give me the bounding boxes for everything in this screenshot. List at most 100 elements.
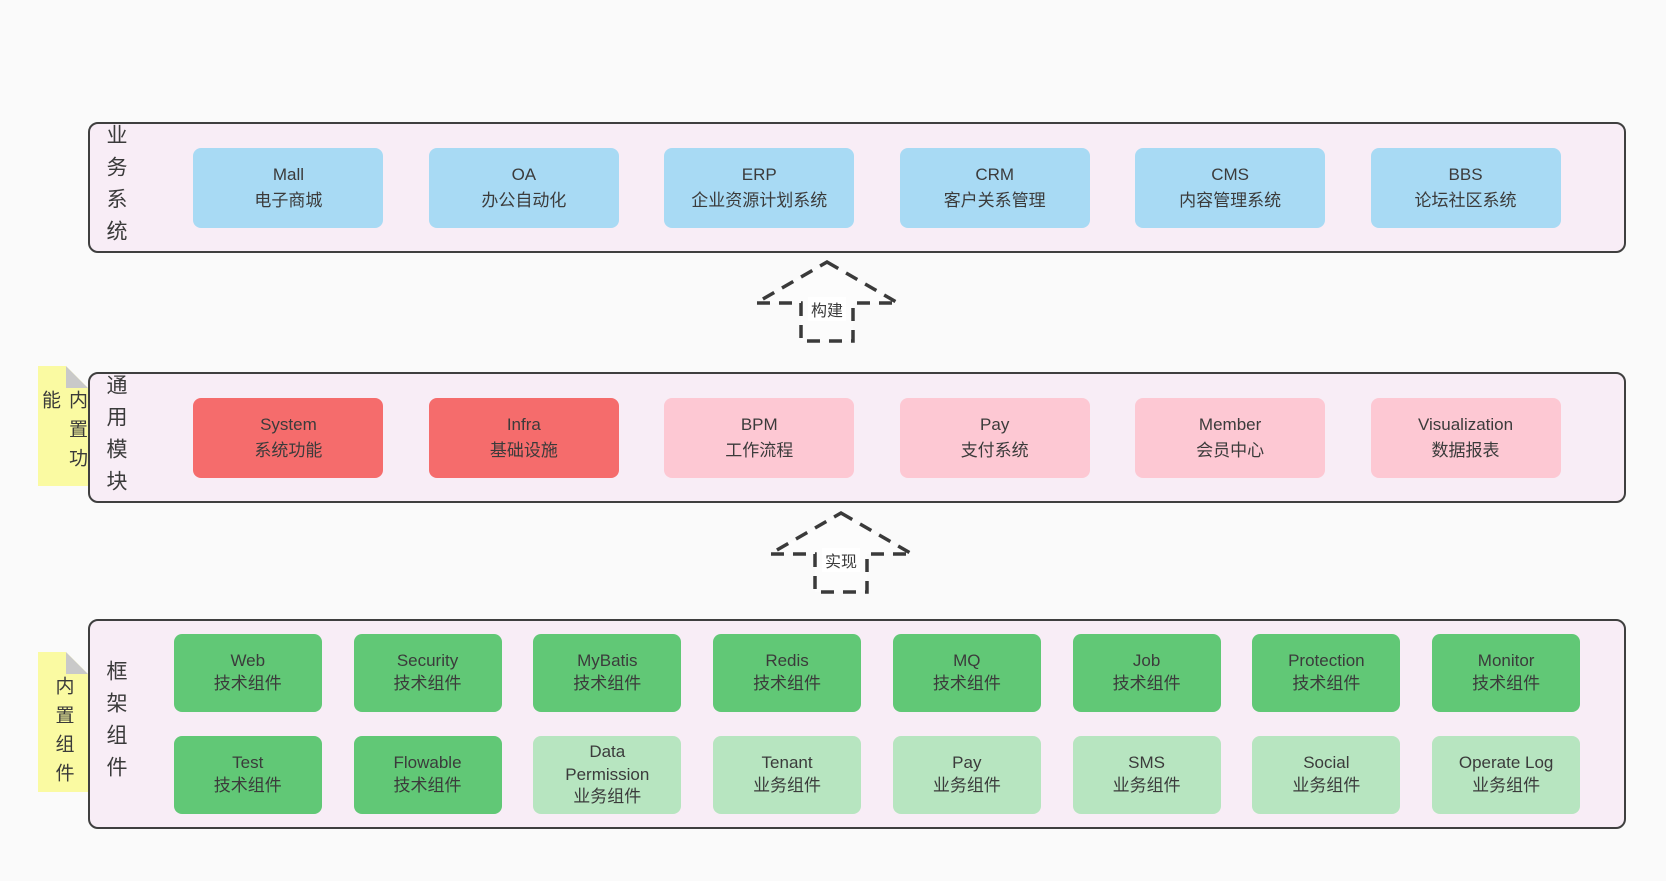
box-operate-log: Operate Log 业务组件 [1432, 736, 1581, 814]
box-crm: CRM 客户关系管理 [899, 147, 1090, 228]
box-desc: 技术组件 [213, 776, 282, 795]
box-desc: 业务组件 [1292, 776, 1361, 795]
box-name: Pay [980, 415, 1010, 434]
box-mybatis: MyBatis 技术组件 [533, 634, 682, 712]
box-monitor: Monitor 技术组件 [1432, 634, 1581, 712]
business-boxes: Mall 电子商城 OA 办公自动化 ERP 企业资源计划系统 CRM 客户关系… [130, 124, 1624, 251]
build-arrow-label: 构建 [807, 297, 847, 321]
box-name: Job [1132, 651, 1161, 671]
box-desc: 技术组件 [1472, 674, 1541, 693]
box-name: MQ [953, 651, 981, 671]
box-name: Data Permission [565, 741, 650, 784]
box-desc: 企业资源计划系统 [691, 190, 828, 210]
sticky-built-in-components: 内置组件 [38, 652, 88, 792]
sticky-label: 内置组件 [52, 676, 74, 792]
box-name: Flowable [393, 753, 462, 773]
box-mall: Mall 电子商城 [193, 147, 384, 228]
box-desc: 电子商城 [254, 190, 323, 210]
band-common-modules: 通用模块 System 系统功能 Infra 基础设施 BPM 工作流程 Pay… [88, 372, 1626, 503]
implement-arrow: 实现 [766, 508, 916, 596]
box-desc: 办公自动化 [481, 190, 567, 210]
box-name: CRM [975, 165, 1015, 184]
box-desc: 业务组件 [932, 776, 1001, 795]
box-desc: 业务组件 [1472, 776, 1541, 795]
box-name: Infra [506, 415, 541, 434]
box-desc: 客户关系管理 [943, 190, 1046, 210]
box-name: Pay [952, 753, 982, 773]
band-business-label: 业务系统 [104, 124, 127, 252]
box-desc: 基础设施 [489, 440, 558, 460]
box-name: SMS [1128, 753, 1166, 773]
component-row-1: Web 技术组件 Security 技术组件 MyBatis 技术组件 Redi… [142, 634, 1612, 712]
component-row-2: Test 技术组件 Flowable 技术组件 Data Permission … [142, 736, 1612, 814]
box-name: OA [511, 165, 537, 184]
box-oa: OA 办公自动化 [428, 147, 619, 228]
band-modules-label: 通用模块 [104, 374, 127, 502]
box-name: Protection [1288, 651, 1365, 671]
box-name: Mall [272, 165, 304, 184]
box-name: Monitor [1477, 651, 1535, 671]
band-framework-components: 框架组件 Web 技术组件 Security 技术组件 MyBatis 技术组件… [88, 619, 1626, 829]
box-cms: CMS 内容管理系统 [1135, 147, 1326, 228]
box-desc: 技术组件 [753, 674, 822, 693]
box-desc: 工作流程 [725, 440, 794, 460]
sticky-built-in-features: 内置功能 [38, 366, 88, 486]
box-web: Web 技术组件 [173, 634, 322, 712]
box-name: Member [1198, 415, 1262, 434]
box-redis: Redis 技术组件 [713, 634, 862, 712]
box-social: Social 业务组件 [1252, 736, 1401, 814]
box-desc: 技术组件 [393, 776, 462, 795]
box-sms: SMS 业务组件 [1072, 736, 1221, 814]
box-desc: 业务组件 [1112, 776, 1181, 795]
box-member: Member 会员中心 [1135, 397, 1326, 478]
band-components-label: 框架组件 [104, 660, 127, 788]
box-name: Visualization [1417, 415, 1514, 434]
box-name: Web [230, 651, 266, 671]
box-system: System 系统功能 [193, 397, 384, 478]
build-arrow: 构建 [752, 257, 902, 345]
box-data-permission: Data Permission 业务组件 [533, 736, 682, 814]
box-name: System [260, 415, 317, 434]
box-desc: 业务组件 [753, 776, 822, 795]
box-test: Test 技术组件 [173, 736, 322, 814]
box-name: Tenant [761, 753, 813, 773]
box-desc: 业务组件 [573, 787, 642, 807]
box-desc: 技术组件 [1112, 674, 1181, 693]
box-desc: 技术组件 [932, 674, 1001, 693]
box-desc: 支付系统 [960, 440, 1029, 460]
box-mq: MQ 技术组件 [892, 634, 1041, 712]
box-pay-module: Pay 支付系统 [899, 397, 1090, 478]
box-bpm: BPM 工作流程 [664, 397, 855, 478]
box-name: Operate Log [1458, 753, 1554, 773]
box-name: Security [396, 651, 459, 671]
box-protection: Protection 技术组件 [1252, 634, 1401, 712]
component-boxes: Web 技术组件 Security 技术组件 MyBatis 技术组件 Redi… [130, 621, 1624, 827]
sticky-label: 内置功能 [39, 390, 87, 477]
box-visualization: Visualization 数据报表 [1370, 397, 1561, 478]
box-erp: ERP 企业资源计划系统 [664, 147, 855, 228]
box-desc: 会员中心 [1196, 440, 1265, 460]
module-boxes: System 系统功能 Infra 基础设施 BPM 工作流程 Pay 支付系统… [130, 374, 1624, 501]
box-infra: Infra 基础设施 [428, 397, 619, 478]
implement-arrow-label: 实现 [821, 548, 861, 572]
box-name: BPM [740, 415, 778, 434]
band-business-systems: 业务系统 Mall 电子商城 OA 办公自动化 ERP 企业资源计划系统 CRM… [88, 122, 1626, 253]
box-name: BBS [1448, 165, 1483, 184]
box-security: Security 技术组件 [353, 634, 502, 712]
box-desc: 技术组件 [213, 674, 282, 693]
box-desc: 技术组件 [573, 674, 642, 693]
box-name: Redis [765, 651, 809, 671]
box-job: Job 技术组件 [1072, 634, 1221, 712]
box-desc: 内容管理系统 [1179, 190, 1282, 210]
box-name: ERP [741, 165, 777, 184]
box-name: Test [232, 753, 264, 773]
box-pay-component: Pay 业务组件 [892, 736, 1041, 814]
box-name: MyBatis [577, 651, 638, 671]
box-flowable: Flowable 技术组件 [353, 736, 502, 814]
box-bbs: BBS 论坛社区系统 [1370, 147, 1561, 228]
box-desc: 系统功能 [254, 440, 323, 460]
box-desc: 论坛社区系统 [1414, 190, 1517, 210]
box-tenant: Tenant 业务组件 [713, 736, 862, 814]
box-name: CMS [1211, 165, 1249, 184]
